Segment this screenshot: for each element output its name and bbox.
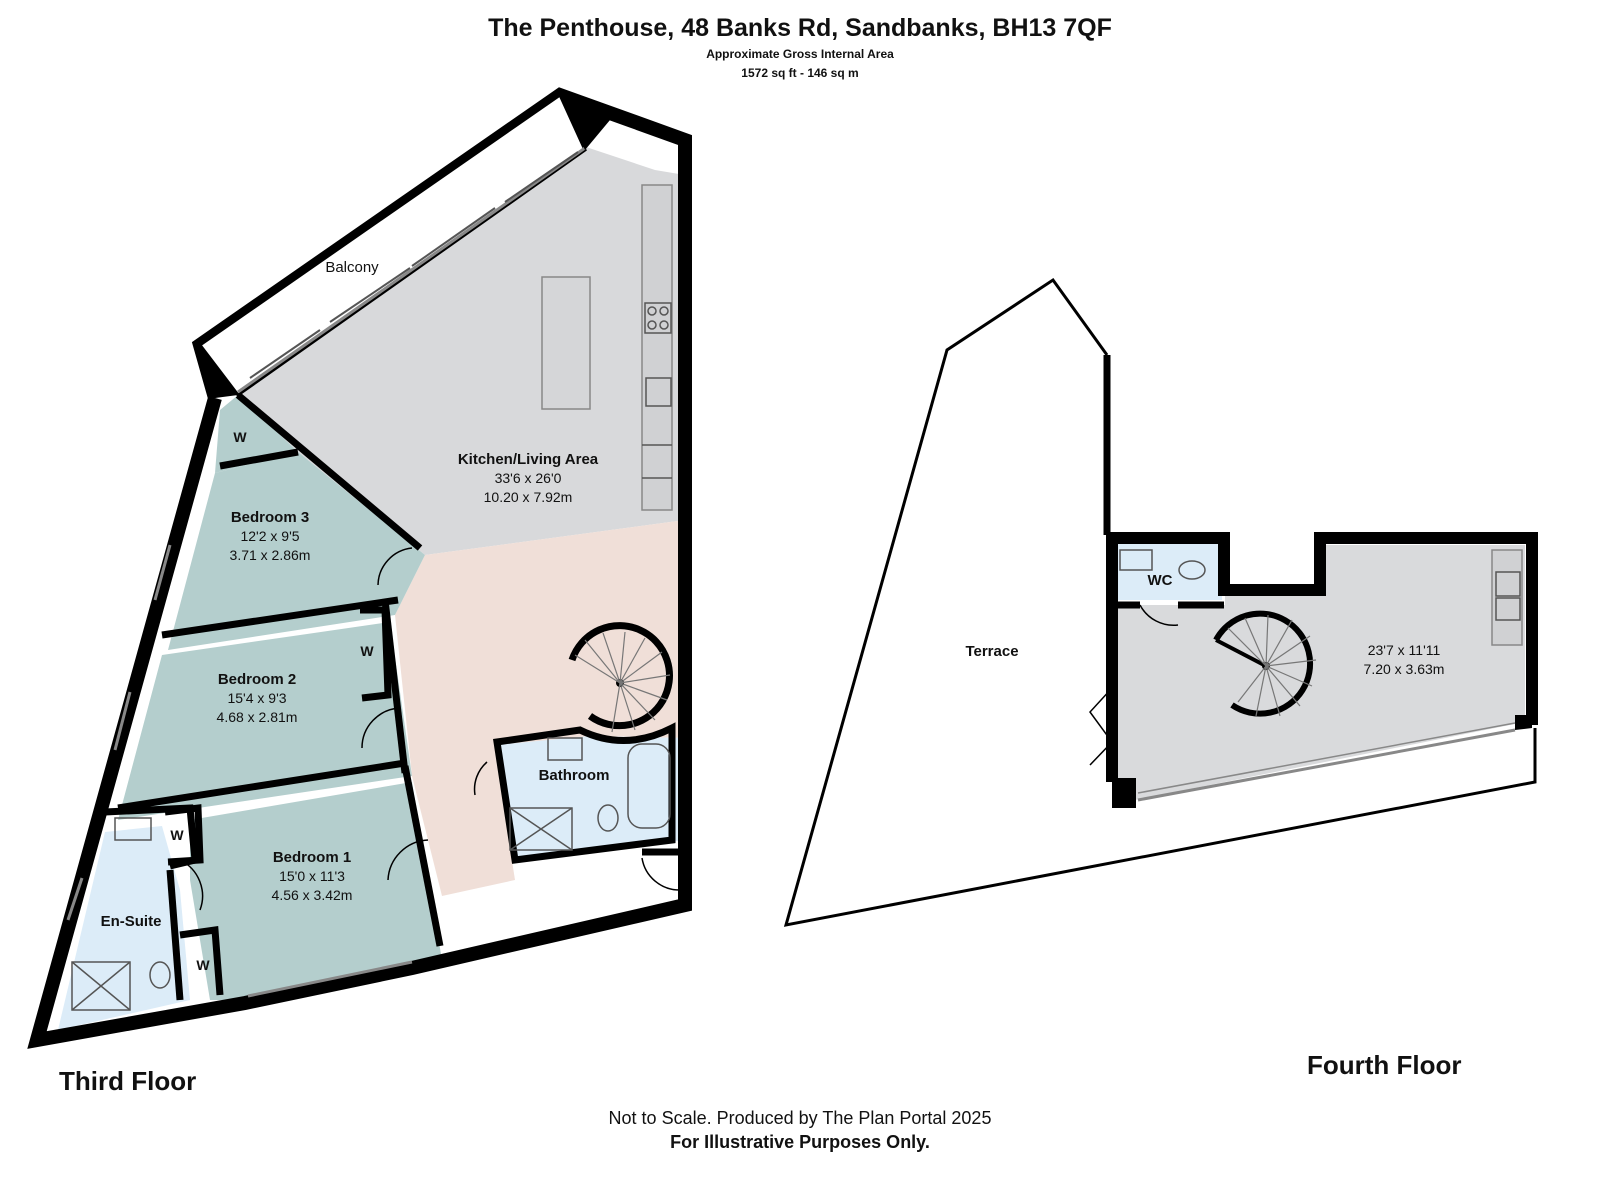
- terrace-outline: [783, 277, 1537, 927]
- hall-floor: [395, 520, 685, 896]
- terrace-label: Terrace: [965, 643, 1018, 660]
- bedroom-2-name: Bedroom 2: [218, 671, 296, 688]
- plan-title: The Penthouse, 48 Banks Rd, Sandbanks, B…: [488, 14, 1112, 42]
- wc-label: WC: [1148, 572, 1173, 589]
- ensuite-floor: [58, 826, 190, 1030]
- wardrobe-label-bed1a: W: [170, 827, 184, 843]
- bedroom-3-metric: 3.71 x 2.86m: [230, 547, 311, 563]
- third-floor-label: Third Floor: [59, 1066, 197, 1096]
- plan-area: 1572 sq ft - 146 sq m: [741, 66, 859, 80]
- plan-subtitle: Approximate Gross Internal Area: [706, 47, 894, 61]
- footer-illustrative-note: For Illustrative Purposes Only.: [670, 1132, 930, 1152]
- kitchen-name: Kitchen/Living Area: [458, 451, 599, 468]
- footer-scale-note: Not to Scale. Produced by The Plan Porta…: [608, 1108, 992, 1128]
- upper-room-imperial: 23'7 x 11'11: [1368, 642, 1441, 658]
- wardrobe-label-bed3: W: [233, 429, 247, 445]
- wardrobe-label-bed2: W: [360, 643, 374, 659]
- wardrobe-label-bed1b: W: [196, 957, 210, 973]
- bedroom-1-imperial: 15'0 x 11'3: [279, 868, 345, 884]
- upper-room-metric: 7.20 x 3.63m: [1364, 661, 1445, 677]
- balcony-label: Balcony: [325, 259, 379, 276]
- bedroom-1-name: Bedroom 1: [273, 849, 351, 866]
- bedroom-2-metric: 4.68 x 2.81m: [217, 709, 298, 725]
- bedroom-3-imperial: 12'2 x 9'5: [240, 528, 299, 544]
- bedroom-2-imperial: 15'4 x 9'3: [227, 690, 286, 706]
- fourth-floor-plan: Terrace WC 23'7 x 11'11 7.20 x 3.63m: [783, 277, 1538, 927]
- third-floor-internal-walls: [104, 392, 444, 1001]
- bedroom-1-metric: 4.56 x 3.42m: [272, 887, 353, 903]
- kitchen-imperial: 33'6 x 26'0: [495, 470, 562, 486]
- kitchen-living-floor: [238, 145, 685, 555]
- spiral-stair-fourth: [1213, 610, 1317, 717]
- ensuite-label: En-Suite: [101, 913, 162, 930]
- bedroom-3-floor: [168, 452, 425, 650]
- bathroom-label: Bathroom: [539, 767, 610, 784]
- bedroom-1-floor: [190, 782, 442, 1000]
- spiral-stair-third: [568, 622, 673, 733]
- bedroom-3-name: Bedroom 3: [231, 509, 309, 526]
- third-floor-plan: Balcony Kitchen/Living Area 33'6 x 26'0 …: [27, 87, 692, 1049]
- kitchen-metric: 10.20 x 7.92m: [484, 489, 573, 505]
- fourth-floor-label: Fourth Floor: [1307, 1050, 1462, 1080]
